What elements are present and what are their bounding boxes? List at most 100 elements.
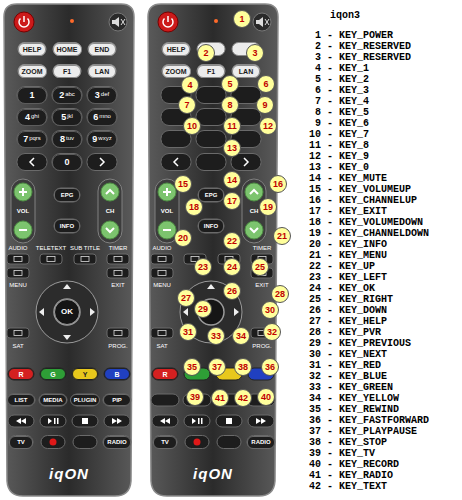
callout-number: 3 bbox=[252, 49, 257, 58]
button-shape bbox=[17, 109, 47, 126]
button-icon bbox=[192, 418, 203, 424]
key-mapping: 34 - KEY_YELLOW bbox=[309, 393, 429, 404]
callout-circle: 25 bbox=[251, 258, 269, 276]
callout-circle: 22 bbox=[223, 232, 241, 250]
remote-button: ZOOM bbox=[18, 65, 47, 78]
key-mapping: 40 - KEY_RECORD bbox=[309, 459, 429, 470]
button-icon bbox=[82, 418, 88, 424]
callout-number: 35 bbox=[187, 363, 197, 372]
button-shape bbox=[107, 254, 129, 264]
status-led bbox=[214, 19, 218, 23]
button-label: PIP bbox=[112, 397, 122, 403]
callout-number: 13 bbox=[227, 144, 237, 153]
button-icon bbox=[158, 257, 166, 262]
button-shape bbox=[52, 87, 82, 104]
button-shape bbox=[198, 219, 224, 233]
remote-button: AUDIO bbox=[7, 245, 28, 251]
button-shape bbox=[151, 254, 173, 264]
key-mapping: 25 - KEY_RIGHT bbox=[309, 294, 429, 305]
button-shape bbox=[184, 415, 210, 427]
logo-text: iqON bbox=[147, 465, 279, 483]
button-icon bbox=[114, 271, 122, 276]
button-label: 3 bbox=[95, 91, 100, 100]
button-label: 6 bbox=[93, 113, 98, 122]
remote-button: MEDIA bbox=[39, 394, 67, 406]
button-label: B bbox=[114, 371, 119, 378]
remote-button: TIMER bbox=[252, 245, 273, 251]
button-label: SAT bbox=[156, 343, 167, 349]
button-shape bbox=[74, 254, 96, 264]
button-label: MEDIA bbox=[43, 397, 62, 403]
button-icon bbox=[158, 331, 166, 336]
callout-circle: 3 bbox=[246, 44, 264, 62]
callout-circle: 10 bbox=[183, 117, 201, 135]
key-mapping: 7 - KEY_4 bbox=[309, 96, 429, 107]
callout-number: 7 bbox=[184, 101, 189, 110]
button-shape bbox=[197, 65, 225, 78]
button-label: 5 bbox=[61, 113, 66, 122]
remote-button: 4ghi bbox=[17, 109, 47, 126]
remote-control: HELPZOOMF1LANVOLEPGCHINFOAUDIOTIMERMENUE… bbox=[147, 3, 279, 497]
dpad-arrow bbox=[90, 308, 95, 316]
button-icon bbox=[30, 158, 34, 166]
key-mapping: 1 - KEY_POWER bbox=[309, 30, 429, 41]
button-icon bbox=[158, 271, 166, 276]
button-label: EPG bbox=[205, 192, 218, 198]
button-label: 8 bbox=[60, 135, 65, 144]
remote-control: HELPHOMEENDZOOMF1LAN12abc3def4ghi5jkl6mn… bbox=[3, 3, 135, 497]
button-shape bbox=[107, 268, 129, 278]
button-shape bbox=[72, 415, 98, 427]
button-icon bbox=[14, 331, 22, 336]
callout-number: 36 bbox=[265, 363, 275, 372]
callout-circle: 24 bbox=[223, 258, 241, 276]
button-label: CH bbox=[250, 208, 259, 214]
remote-button: OK bbox=[54, 299, 80, 325]
remote-button: 1 bbox=[17, 87, 47, 104]
button-shape bbox=[232, 65, 260, 78]
remote-button: RADIO bbox=[103, 436, 131, 449]
callout-number: 22 bbox=[227, 237, 237, 246]
callout-number: 41 bbox=[215, 394, 225, 403]
button-label: SAT bbox=[12, 343, 23, 349]
diagram-title: iqon3 bbox=[330, 10, 360, 21]
remote-button: SAT bbox=[155, 343, 168, 349]
callout-number: 26 bbox=[227, 287, 237, 296]
remote-button: EXIT bbox=[110, 282, 125, 288]
callout-number: 9 bbox=[262, 101, 267, 110]
key-mapping: 4 - KEY_1 bbox=[309, 63, 429, 74]
rocker-shape bbox=[98, 179, 122, 243]
callout-circle: 37 bbox=[208, 358, 226, 376]
key-mapping: 28 - KEY_PVR bbox=[309, 327, 429, 338]
button-shape bbox=[9, 436, 33, 449]
button-label: ghi bbox=[31, 113, 39, 119]
callout-number: 21 bbox=[277, 232, 287, 241]
button-label: VOL bbox=[17, 208, 29, 214]
button-label: INFO bbox=[60, 223, 74, 229]
rocker-key bbox=[245, 183, 263, 201]
button-label: EXIT bbox=[255, 282, 268, 288]
remote-button: SAT bbox=[11, 343, 24, 349]
callout-circle: 41 bbox=[211, 389, 229, 407]
callout-circle: 18 bbox=[185, 198, 203, 216]
button-shape bbox=[162, 65, 190, 78]
key-mapping: 21 - KEY_MENU bbox=[309, 250, 429, 261]
dpad-arrow bbox=[63, 335, 71, 340]
button-shape bbox=[17, 131, 47, 148]
callout-circle: 23 bbox=[194, 258, 212, 276]
button-label: SUB TITLE bbox=[70, 245, 100, 251]
button-shape bbox=[196, 131, 226, 148]
button-shape bbox=[52, 109, 82, 126]
button-shape bbox=[152, 368, 178, 380]
button-icon bbox=[244, 158, 248, 166]
remote-button: CH bbox=[249, 208, 260, 214]
button-label: 2 bbox=[59, 91, 64, 100]
button-shape bbox=[7, 254, 29, 264]
button-shape bbox=[151, 268, 173, 278]
remote-button: Y bbox=[72, 368, 98, 380]
callout-circle: 33 bbox=[207, 327, 225, 345]
key-mapping: 20 - KEY_INFO bbox=[309, 239, 429, 250]
button-shape bbox=[41, 436, 65, 449]
logo-text: iqON bbox=[3, 465, 135, 483]
key-mapping: 14 - KEY_MUTE bbox=[309, 173, 429, 184]
callout-number: 16 bbox=[273, 180, 283, 189]
